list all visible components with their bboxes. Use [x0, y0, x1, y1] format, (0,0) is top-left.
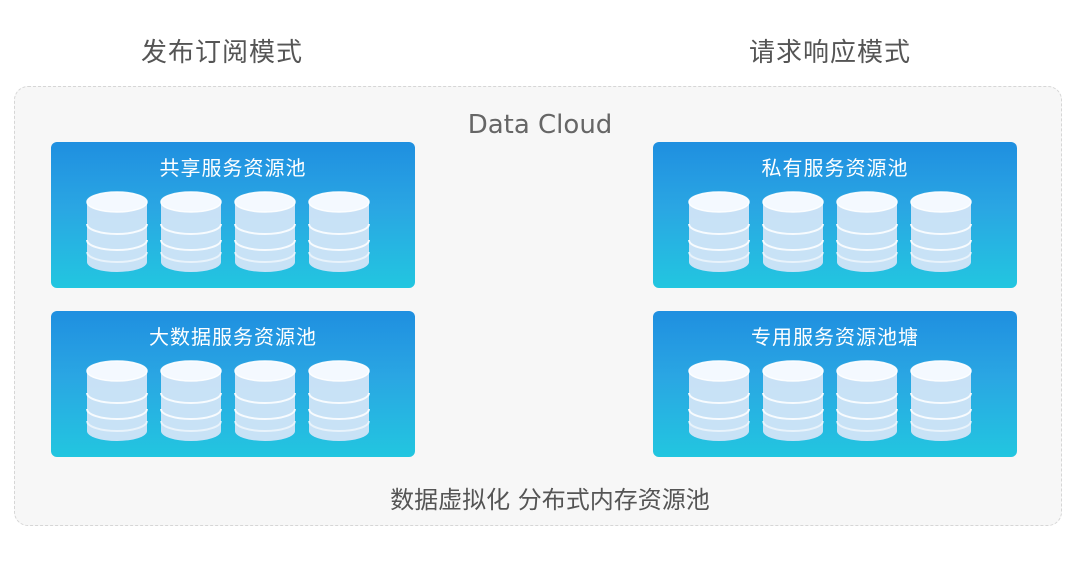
- dedicated-service-pool: 专用服务资源池塘: [653, 311, 1017, 457]
- database-icon: [835, 190, 899, 276]
- database-icon: [85, 190, 149, 276]
- database-icon: [687, 190, 751, 276]
- database-icon: [159, 359, 223, 445]
- pool-title: 大数据服务资源池: [149, 325, 317, 349]
- request-response-mode-title: 请求响应模式: [748, 38, 911, 68]
- database-icon: [307, 190, 371, 276]
- database-icon: [761, 190, 825, 276]
- database-icon: [909, 190, 973, 276]
- publish-subscribe-mode-title: 发布订阅模式: [140, 38, 303, 68]
- database-icon: [159, 190, 223, 276]
- database-group: [85, 190, 385, 280]
- pool-title: 共享服务资源池: [159, 156, 307, 180]
- database-group: [85, 359, 385, 449]
- shared-service-pool: 共享服务资源池: [51, 142, 415, 288]
- database-icon: [687, 359, 751, 445]
- database-icon: [233, 359, 297, 445]
- pool-title: 专用服务资源池塘: [751, 325, 919, 349]
- database-icon: [835, 359, 899, 445]
- private-service-pool: 私有服务资源池: [653, 142, 1017, 288]
- database-group: [687, 359, 987, 449]
- database-icon: [761, 359, 825, 445]
- database-group: [687, 190, 987, 280]
- distributed-memory-pool-caption: 数据虚拟化 分布式内存资源池: [390, 486, 710, 514]
- database-icon: [307, 359, 371, 445]
- data-cloud-title: Data Cloud: [467, 110, 613, 140]
- big-data-service-pool: 大数据服务资源池: [51, 311, 415, 457]
- database-icon: [85, 359, 149, 445]
- database-icon: [909, 359, 973, 445]
- database-icon: [233, 190, 297, 276]
- pool-title: 私有服务资源池: [761, 156, 909, 180]
